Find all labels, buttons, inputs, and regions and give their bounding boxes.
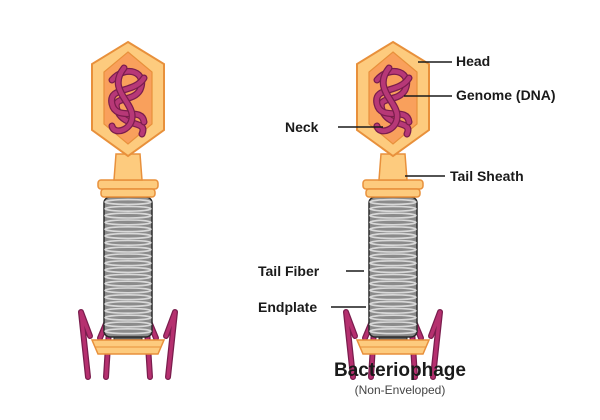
tail-sheath-ring — [104, 328, 152, 335]
tail-sheath-ring — [369, 212, 417, 219]
tail-sheath-ring — [369, 260, 417, 267]
tail-sheath-ring — [369, 253, 417, 260]
neck — [378, 153, 408, 181]
tail-sheath-ring — [104, 212, 152, 219]
diagram-title: Bacteriophage — [334, 360, 466, 381]
tail-sheath-ring — [369, 287, 417, 294]
tail-sheath-ring — [104, 260, 152, 267]
genome-dna — [109, 65, 135, 134]
tail-sheath-ring — [369, 198, 417, 206]
tail-sheath-ring — [104, 219, 152, 226]
tail-fiber — [429, 310, 442, 379]
tail-sheath-ring — [104, 294, 152, 301]
phage-illustration-labeled — [343, 40, 443, 380]
tail-sheath-ring — [104, 232, 152, 240]
tail-sheath-ring — [369, 314, 417, 321]
genome-dna — [109, 75, 147, 125]
tail-fiber — [79, 310, 92, 379]
neck-collar — [362, 179, 424, 190]
tail-sheath-ring — [104, 253, 152, 260]
tail-sheath-ring — [104, 300, 152, 308]
tail-sheath-ring — [369, 280, 417, 287]
label-leader-lines — [331, 61, 452, 308]
tail-sheath-ring — [369, 219, 417, 226]
side-id-text: 1536706846 — [0, 251, 2, 305]
tail-sheath-ring — [104, 205, 152, 213]
tail-sheath-ring — [104, 198, 152, 206]
genome-dna — [374, 65, 400, 134]
tail-sheath-ring — [369, 321, 417, 328]
label-neck: Neck — [285, 119, 319, 135]
genome-dna — [374, 75, 412, 125]
tail-sheath-ring — [369, 226, 417, 233]
tail-fiber — [344, 310, 357, 379]
tail-sheath-ring — [369, 307, 417, 314]
label-tail-sheath: Tail Sheath — [450, 168, 524, 184]
diagram-subtitle: (Non-Enveloped) — [354, 383, 446, 397]
tail-fiber — [164, 310, 177, 379]
label-tail-fiber: Tail Fiber — [258, 263, 320, 279]
tail-sheath-ring — [104, 273, 152, 280]
tail-sheath-ring — [104, 266, 152, 274]
tail-sheath-ring — [369, 246, 417, 253]
tail-sheath-ring — [104, 287, 152, 294]
tail-sheath-ring — [104, 314, 152, 321]
tail-sheath-ring — [104, 280, 152, 287]
label-genome: Genome (DNA) — [456, 87, 556, 103]
tail-sheath-ring — [369, 266, 417, 274]
tail-sheath-ring — [369, 300, 417, 308]
tail-sheath-ring — [369, 328, 417, 335]
phage-illustration-plain — [78, 40, 178, 380]
tail-sheath-ring — [104, 246, 152, 253]
tail-sheath-ring — [369, 232, 417, 240]
tail-sheath-ring — [104, 321, 152, 328]
tail-sheath-ring — [369, 273, 417, 280]
neck — [113, 153, 143, 181]
neck-collar-lower — [365, 188, 421, 198]
neck-collar-lower — [100, 188, 156, 198]
tail-sheath-ring — [104, 226, 152, 233]
neck-collar — [97, 179, 159, 190]
tail-sheath-ring — [104, 307, 152, 314]
tail-sheath-ring — [104, 239, 152, 247]
tail-sheath-ring — [369, 205, 417, 213]
tail-sheath-ring — [369, 239, 417, 247]
label-endplate: Endplate — [258, 299, 318, 315]
label-head: Head — [456, 53, 491, 69]
tail-sheath-ring — [369, 294, 417, 301]
